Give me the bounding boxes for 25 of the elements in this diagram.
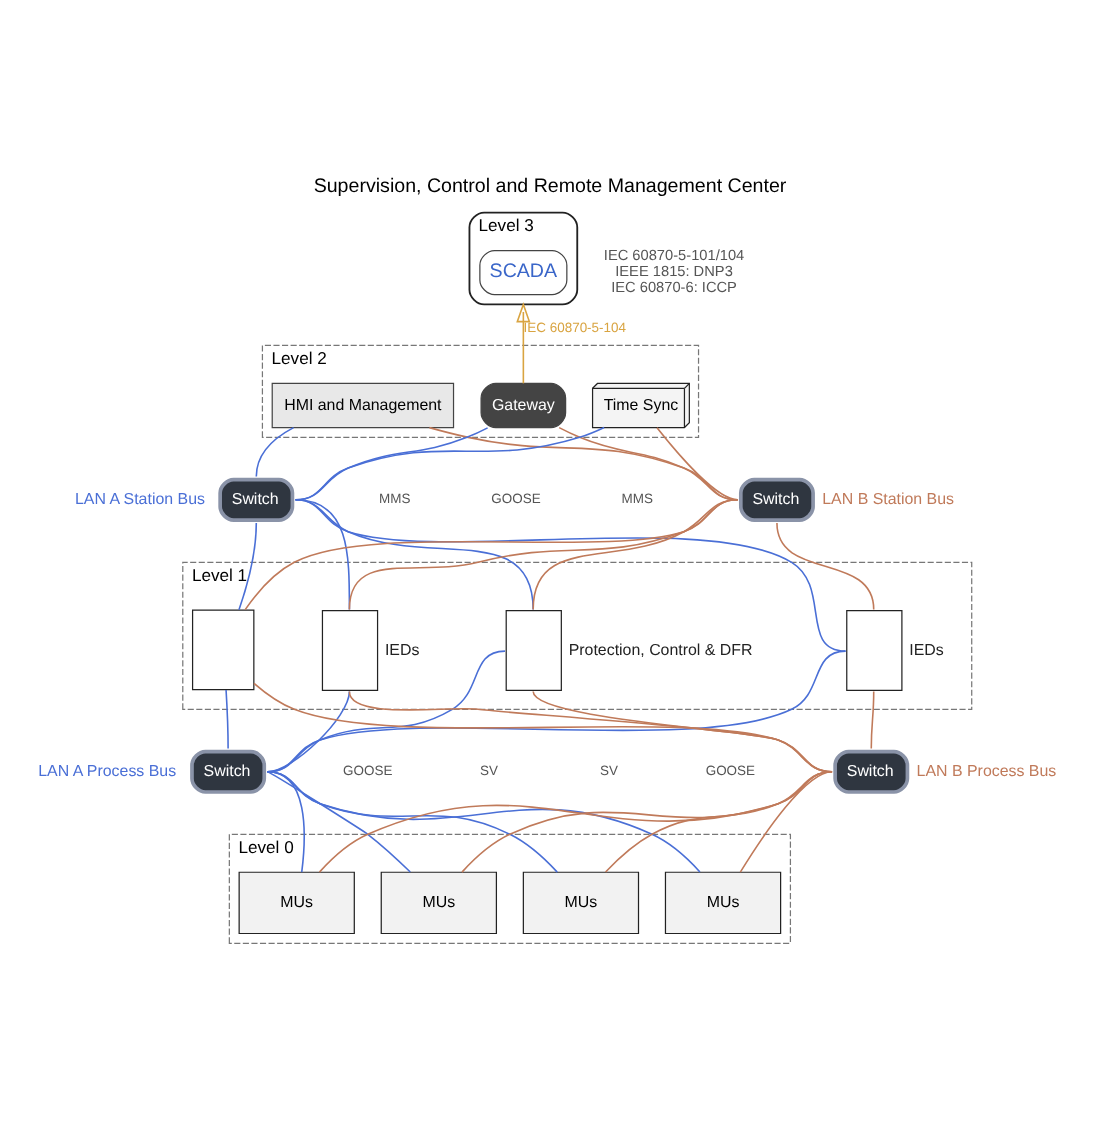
connector: [656, 426, 739, 500]
connector: [266, 770, 559, 872]
connector: [225, 688, 229, 749]
connector: [266, 770, 412, 872]
connector: [461, 770, 833, 872]
connector: [428, 425, 739, 500]
connector: [739, 770, 833, 872]
connector: [266, 770, 701, 872]
diagram-title: Supervision, Control and Remote Management Center: [313, 174, 787, 197]
connector: [255, 425, 295, 477]
node-box: [191, 608, 255, 690]
connector: [238, 521, 258, 610]
connector: [558, 425, 739, 500]
arrow: [516, 301, 531, 384]
connector: [244, 498, 739, 610]
connector: [266, 689, 351, 772]
connector: [604, 770, 833, 872]
connector: [266, 649, 506, 772]
connector: [294, 498, 847, 651]
connector: [294, 498, 534, 610]
node-box: SCADA: [479, 248, 568, 295]
connector: [318, 770, 833, 872]
connector: [266, 649, 847, 772]
connector: [870, 689, 875, 749]
connector: [776, 521, 875, 610]
